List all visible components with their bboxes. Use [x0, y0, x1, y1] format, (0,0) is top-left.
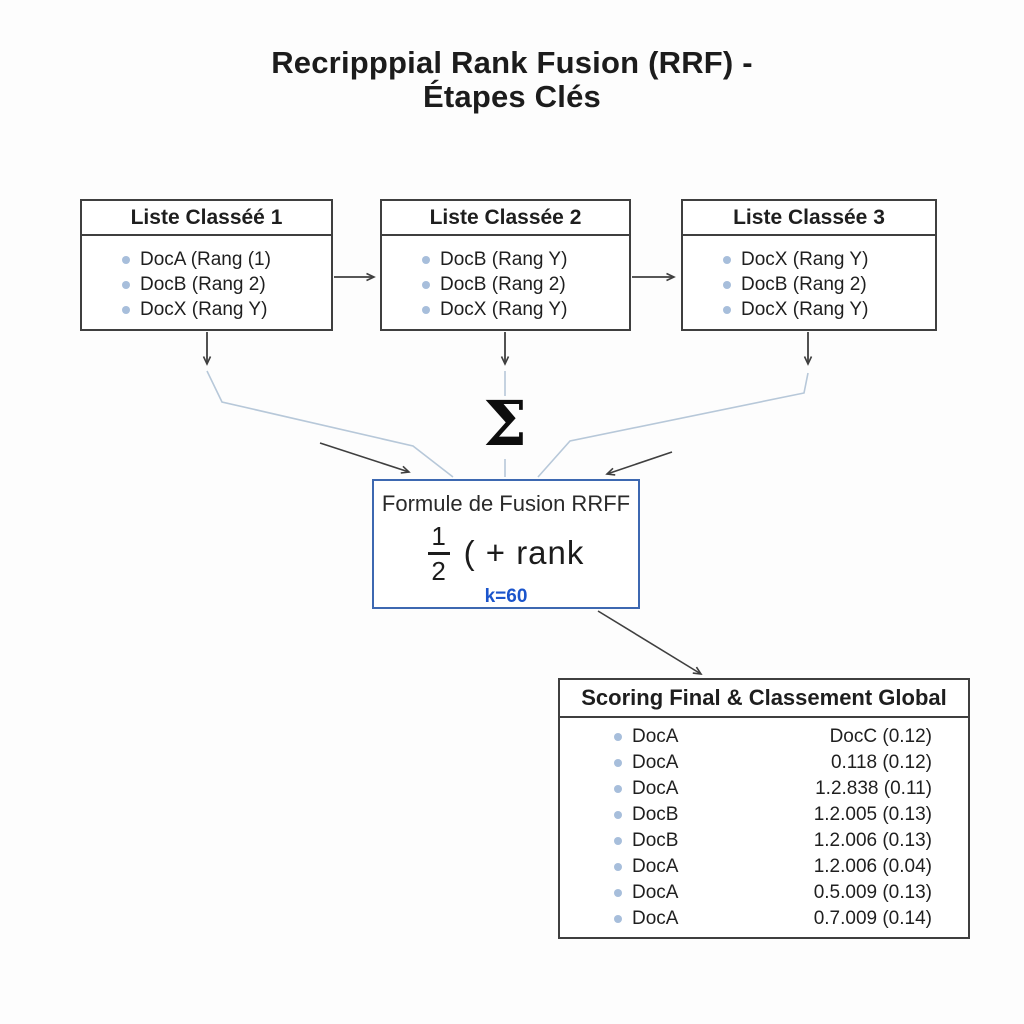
score-value: 0.118 (0.12)	[830, 752, 932, 773]
table-row: DocA 1.2.838 (0.11)	[560, 776, 968, 802]
fraction-bar	[427, 552, 450, 555]
bullet-icon	[723, 280, 731, 289]
list-3-items: DocX (Rang Y) DocB (Rang 2) DocX (Rang Y…	[683, 247, 935, 322]
doc-label: DocA	[632, 908, 679, 929]
formula-title: Formule de Fusion RRFF	[381, 491, 631, 516]
bullet-icon	[614, 733, 622, 741]
score-value: DocC (0.12)	[829, 726, 932, 747]
bullet-icon	[614, 759, 622, 767]
list-item: DocA (Rang (1)	[122, 247, 331, 272]
bullet-icon	[122, 305, 130, 314]
list-item-label: DocA (Rang (1)	[140, 249, 271, 270]
connector-left-light	[206, 370, 454, 478]
fraction-denominator: 2	[431, 555, 446, 586]
list-item: DocB (Rang 2)	[122, 272, 331, 297]
bullet-icon	[723, 255, 731, 264]
list-item-label: DocX (Rang Y)	[140, 299, 268, 320]
table-row: DocA 0.5.009 (0.13)	[560, 880, 968, 906]
arrow-into-formula-left	[319, 442, 411, 474]
doc-label: DocA	[632, 882, 679, 903]
bullet-icon	[614, 837, 622, 845]
connector-right-light	[537, 372, 809, 478]
score-value: 1.2.006 (0.04)	[813, 856, 932, 877]
doc-label: DocB	[632, 830, 679, 851]
scoring-rows: DocA DocC (0.12) DocA 0.118 (0.12) DocA 1.2…	[560, 718, 968, 932]
list-item-label: DocB (Rang 2)	[741, 274, 867, 295]
score-value: 1.2.005 (0.13)	[813, 804, 932, 825]
title-line-1: Recripppial Rank Fusion (RRF) -	[271, 45, 753, 80]
list-item-label: DocB (Rang 2)	[140, 274, 266, 295]
ranked-list-box-2: Liste Classée 2 DocB (Rang Y) DocB (Rang…	[380, 199, 631, 331]
list-3-header: Liste Classée 3	[683, 201, 935, 236]
list-item: DocX (Rang Y)	[723, 297, 935, 322]
table-row: DocA 0.118 (0.12)	[560, 750, 968, 776]
list-item: DocX (Rang Y)	[723, 247, 935, 272]
title-line-2: Étapes Clés	[423, 79, 601, 114]
bullet-icon	[122, 280, 130, 289]
sigma-icon: Σ	[483, 387, 527, 460]
arrow-formula-to-scoring	[597, 610, 703, 675]
list-item-label: DocB (Rang Y)	[440, 249, 568, 270]
list-2-header: Liste Classée 2	[382, 201, 629, 236]
formula-box: Formule de Fusion RRFF 1 2 ( + rank k=60	[372, 479, 640, 609]
score-value: 0.7.009 (0.14)	[813, 908, 932, 929]
fraction: 1 2	[427, 521, 450, 586]
list-item: DocB (Rang Y)	[422, 247, 629, 272]
ranked-list-box-1: Liste Classéé 1 DocA (Rang (1) DocB (Ran…	[80, 199, 333, 331]
diagram-title: Recripppial Rank Fusion (RRF) - Étapes C…	[0, 46, 1024, 114]
table-row: DocA 1.2.006 (0.04)	[560, 854, 968, 880]
bullet-icon	[422, 280, 430, 289]
bullet-icon	[614, 889, 622, 897]
scoring-header: Scoring Final & Classement Global	[560, 680, 968, 718]
doc-label: DocA	[632, 726, 679, 747]
formula-expression-row: 1 2 ( + rank	[374, 523, 638, 584]
doc-label: DocA	[632, 778, 679, 799]
list-item-label: DocB (Rang 2)	[440, 274, 566, 295]
list-item-label: DocX (Rang Y)	[741, 299, 869, 320]
list-1-items: DocA (Rang (1) DocB (Rang 2) DocX (Rang …	[82, 247, 331, 322]
bullet-icon	[422, 255, 430, 264]
table-row: DocA DocC (0.12)	[560, 724, 968, 750]
score-value: 0.5.009 (0.13)	[813, 882, 932, 903]
fraction-numerator: 1	[431, 521, 446, 551]
bullet-icon	[723, 305, 731, 314]
list-item: DocB (Rang 2)	[422, 272, 629, 297]
list-1-header: Liste Classéé 1	[82, 201, 331, 236]
bullet-icon	[422, 305, 430, 314]
list-item: DocX (Rang Y)	[122, 297, 331, 322]
formula-expression: ( + rank	[463, 534, 585, 572]
doc-label: DocA	[632, 752, 679, 773]
k-constant: k=60	[484, 585, 528, 607]
list-item-label: DocX (Rang Y)	[440, 299, 568, 320]
list-item: DocB (Rang 2)	[723, 272, 935, 297]
bullet-icon	[614, 863, 622, 871]
score-value: 1.2.838 (0.11)	[815, 778, 932, 799]
table-row: DocB 1.2.005 (0.13)	[560, 802, 968, 828]
list-2-items: DocB (Rang Y) DocB (Rang 2) DocX (Rang Y…	[382, 247, 629, 322]
arrow-into-formula-right	[605, 451, 673, 476]
doc-label: DocB	[632, 804, 679, 825]
doc-label: DocA	[632, 856, 679, 877]
bullet-icon	[122, 255, 130, 264]
bullet-icon	[614, 811, 622, 819]
score-value: 1.2.006 (0.13)	[813, 830, 932, 851]
ranked-list-box-3: Liste Classée 3 DocX (Rang Y) DocB (Rang…	[681, 199, 937, 331]
table-row: DocA 0.7.009 (0.14)	[560, 906, 968, 932]
list-item: DocX (Rang Y)	[422, 297, 629, 322]
table-row: DocB 1.2.006 (0.13)	[560, 828, 968, 854]
list-item-label: DocX (Rang Y)	[741, 249, 869, 270]
bullet-icon	[614, 785, 622, 793]
bullet-icon	[614, 915, 622, 923]
